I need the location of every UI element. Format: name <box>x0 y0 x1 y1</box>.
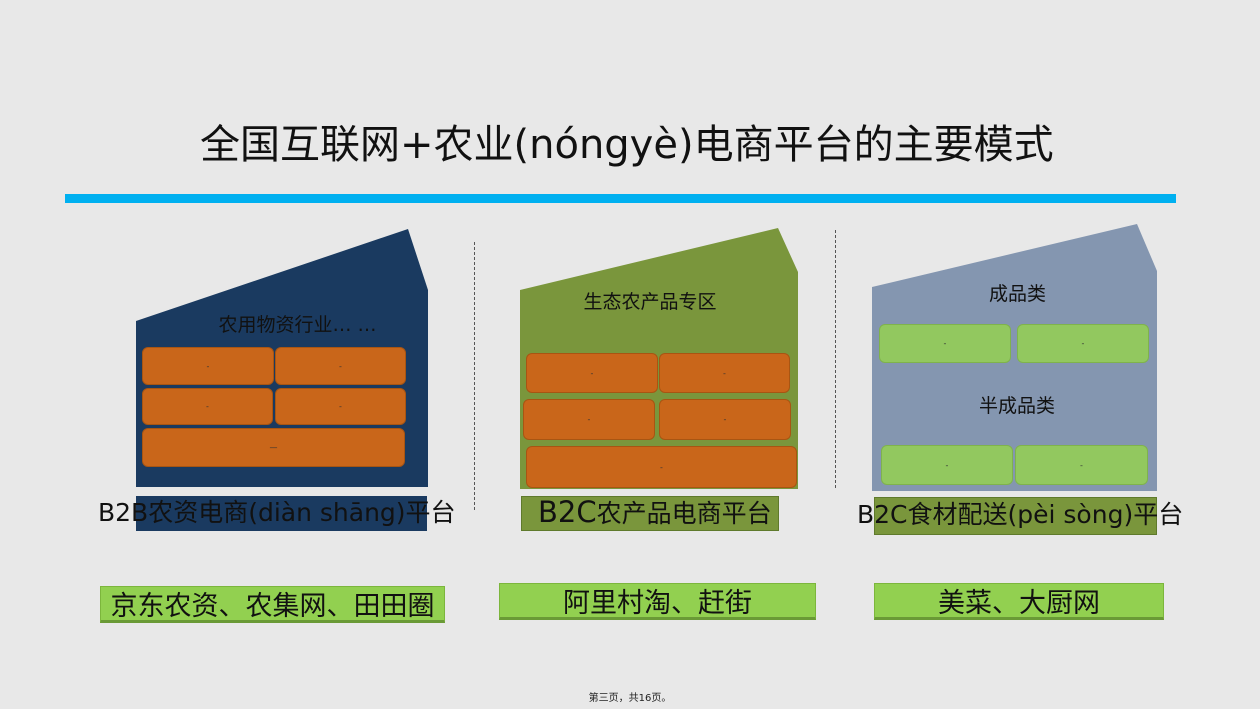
b2c-food-brick-4: - <box>1015 445 1148 485</box>
b2c-produce-platform-prefix: B2C <box>538 495 597 529</box>
b2c-produce-brick-1: - <box>526 353 658 393</box>
b2c-produce-brick-4: - <box>659 399 791 440</box>
b2c-produce-platform-suffix: 农产品电商平台 <box>596 499 772 528</box>
page-footer: 第三页，共16页。 <box>588 693 672 704</box>
b2b-examples: 京东农资、农集网、田田圈 <box>100 586 445 623</box>
b2b-platform-bar <box>136 496 427 531</box>
slide-title: 全国互联网+农业(nóngyè)电商平台的主要模式 <box>200 122 1054 168</box>
b2c-food-brick-1: - <box>879 324 1011 363</box>
b2b-brick-4: - <box>275 388 406 425</box>
b2c-produce-platform-bar <box>521 496 779 531</box>
b2c-produce-category-label: 生态农产品专区 <box>583 291 717 313</box>
b2b-brick-3: - <box>142 388 273 425</box>
b2b-category-label: 农用物资行业… … <box>218 314 377 336</box>
b2b-platform-label: B2B农资电商(diàn shāng)平台 <box>98 498 456 527</box>
b2c-food-brick-2: - <box>1017 324 1149 363</box>
b2c-food-platform-label: B2C食材配送(pèi sòng)平台 <box>857 500 1184 529</box>
b2c-food-platform-bar <box>874 497 1157 535</box>
column-divider-2 <box>835 230 836 488</box>
b2c-produce-examples: 阿里村淘、赶街 <box>499 583 816 620</box>
b2b-brick-1: - <box>142 347 274 385</box>
b2b-brick-5: — <box>142 428 405 467</box>
b2c-produce-brick-5: - <box>526 446 797 488</box>
b2c-produce-platform-label: B2C农产品电商平台 <box>538 496 772 530</box>
b2c-food-examples: 美菜、大厨网 <box>874 583 1164 620</box>
b2c-produce-brick-3: - <box>523 399 655 440</box>
title-underline-bar <box>65 194 1176 203</box>
b2c-food-category-bottom-label: 半成品类 <box>978 395 1055 417</box>
b2c-produce-brick-2: - <box>659 353 790 393</box>
column-divider-1 <box>474 242 475 510</box>
b2c-food-category-top-label: 成品类 <box>988 283 1046 305</box>
b2b-brick-2: - <box>275 347 406 385</box>
b2c-food-brick-3: - <box>881 445 1013 485</box>
